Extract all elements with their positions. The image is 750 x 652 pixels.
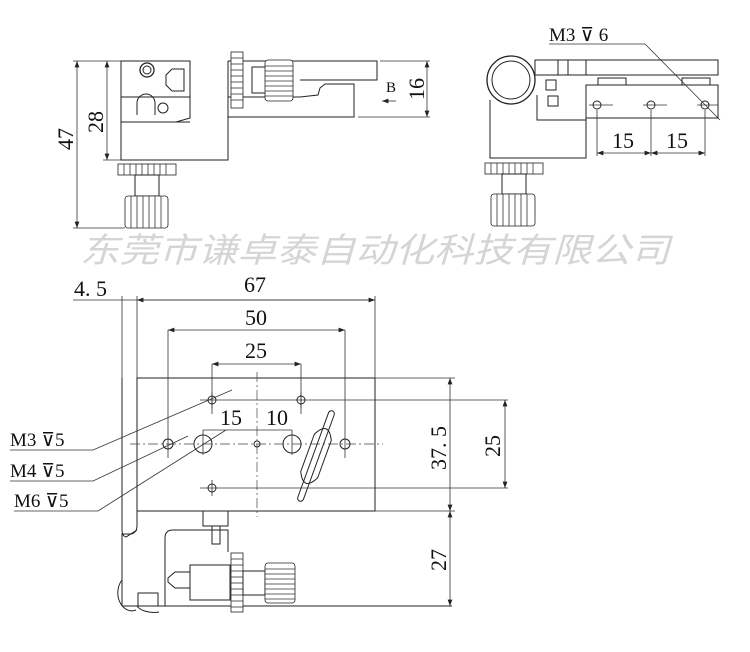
m3-depth-6-callout: M3 ⊽ 6	[549, 25, 608, 46]
dim-37-5-label: 37. 5	[426, 426, 451, 470]
bottom-gear-icon	[117, 163, 177, 176]
lower-gear-icon	[230, 552, 244, 613]
m4-callout: M4 ⊽5	[10, 461, 65, 482]
side-view: 47 28 16 B	[53, 51, 430, 229]
bottom-knob-icon	[124, 195, 169, 229]
stage-plate	[136, 377, 376, 512]
top-view: 4. 5 67 50 25	[10, 272, 508, 613]
dim-28-label: 28	[83, 111, 108, 133]
dim-25-label: 25	[245, 338, 267, 363]
dim-47-label: 47	[53, 128, 78, 150]
dim-16-label: 16	[404, 78, 429, 100]
dim-4-5-label: 4. 5	[74, 276, 107, 301]
micrometer-end-icon	[486, 55, 536, 105]
lower-knob-icon	[264, 562, 296, 604]
dim-15-left-label: 15	[612, 128, 634, 153]
lock-lever-icon	[297, 410, 335, 502]
dim-25-vertical-label: 25	[480, 435, 505, 457]
m6-callout: M6 ⊽5	[14, 491, 69, 512]
dim-10-label: 10	[266, 405, 288, 430]
dim-15-label: 15	[220, 405, 242, 430]
direction-b-label: B	[386, 80, 396, 96]
dim-15-right-label: 15	[666, 128, 688, 153]
end-view: M3 ⊽ 6 15 15	[484, 25, 721, 227]
dim-67-label: 67	[244, 272, 266, 297]
dim-50-label: 50	[245, 305, 267, 330]
m3-callout: M3 ⊽5	[10, 430, 65, 451]
dim-27-label: 27	[426, 549, 451, 571]
end-knob-icon	[490, 193, 536, 227]
mounting-holes	[589, 100, 718, 110]
watermark: 东莞市谦卓泰自动化科技有限公司	[80, 231, 673, 271]
